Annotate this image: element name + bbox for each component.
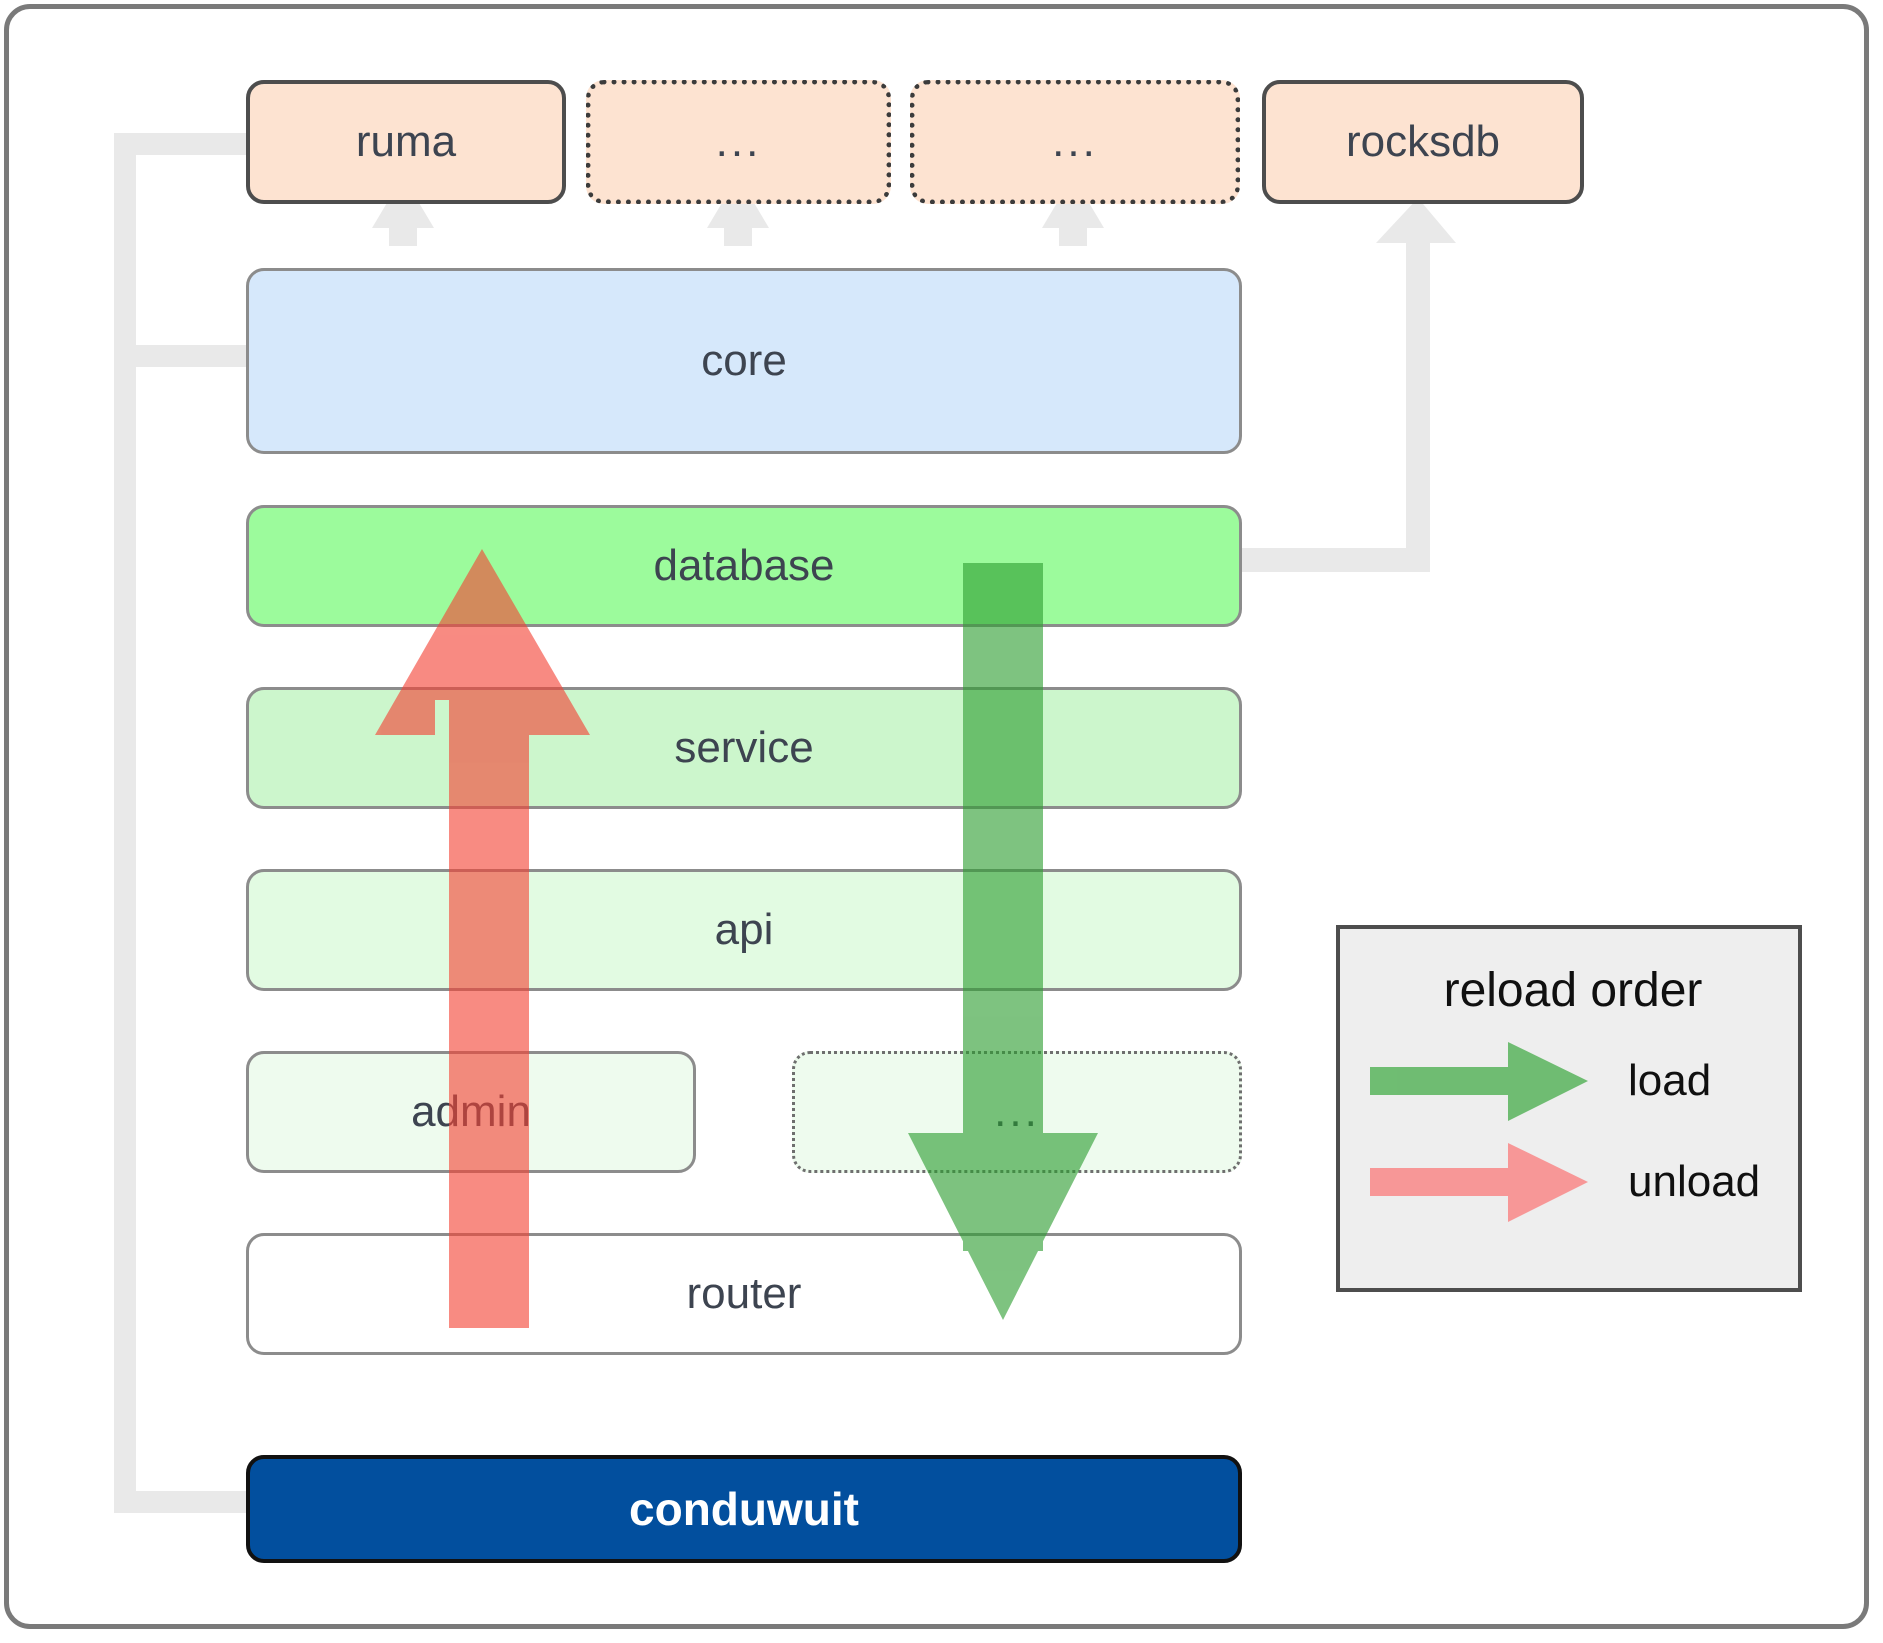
legend-panel: reload order load unload — [1336, 925, 1802, 1292]
layer-label-router: router — [686, 1268, 802, 1318]
layer-box-api[interactable]: api — [246, 869, 1242, 991]
application-box-conduwuit[interactable]: conduwuit — [246, 1455, 1242, 1563]
legend-label-unload: unload — [1628, 1157, 1761, 1206]
legend-label-load: load — [1628, 1056, 1712, 1105]
legend-load-arrow-icon — [1370, 1042, 1588, 1121]
load-arrow — [908, 563, 1098, 1320]
layer-label-service: service — [674, 722, 814, 772]
dependency-box-ruma[interactable]: ruma — [246, 80, 566, 204]
layer-box-router[interactable]: router — [246, 1233, 1242, 1355]
legend-arrow-glyphs — [1370, 1042, 1588, 1222]
dependency-label-rocksdb: rocksdb — [1345, 116, 1501, 166]
dependency-box-ellipsis-2[interactable]: ... — [910, 80, 1240, 204]
dependency-label-ellipsis-2: ... — [1052, 116, 1098, 166]
layer-label-api: api — [714, 904, 774, 954]
unload-arrow — [375, 549, 590, 1328]
layer-box-core[interactable]: core — [246, 268, 1242, 454]
dependency-label-ellipsis-1: ... — [715, 116, 762, 166]
layer-label-core: core — [701, 335, 787, 385]
legend-title: reload order — [1443, 964, 1703, 1017]
dependency-label-ruma: ruma — [355, 116, 457, 166]
layer-label-database: database — [653, 540, 835, 590]
application-label-conduwuit: conduwuit — [629, 1482, 859, 1535]
dependency-box-rocksdb[interactable]: rocksdb — [1262, 80, 1584, 204]
dependency-box-ellipsis-1[interactable]: ... — [586, 80, 891, 204]
layer-box-database[interactable]: database — [246, 505, 1242, 627]
legend-unload-arrow-icon — [1370, 1143, 1588, 1222]
